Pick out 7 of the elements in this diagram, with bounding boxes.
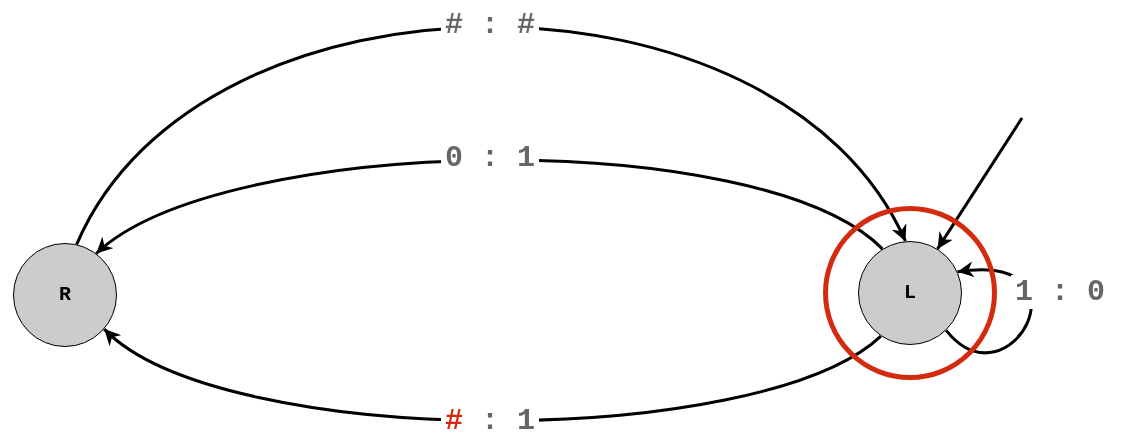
- state-label: L: [904, 283, 916, 303]
- arrow: [936, 117, 1024, 250]
- state-label: R: [59, 285, 71, 305]
- state-circle: [858, 241, 962, 345]
- highlight-ring: [823, 206, 997, 380]
- arrow: [75, 25, 907, 246]
- arrow: [95, 158, 884, 255]
